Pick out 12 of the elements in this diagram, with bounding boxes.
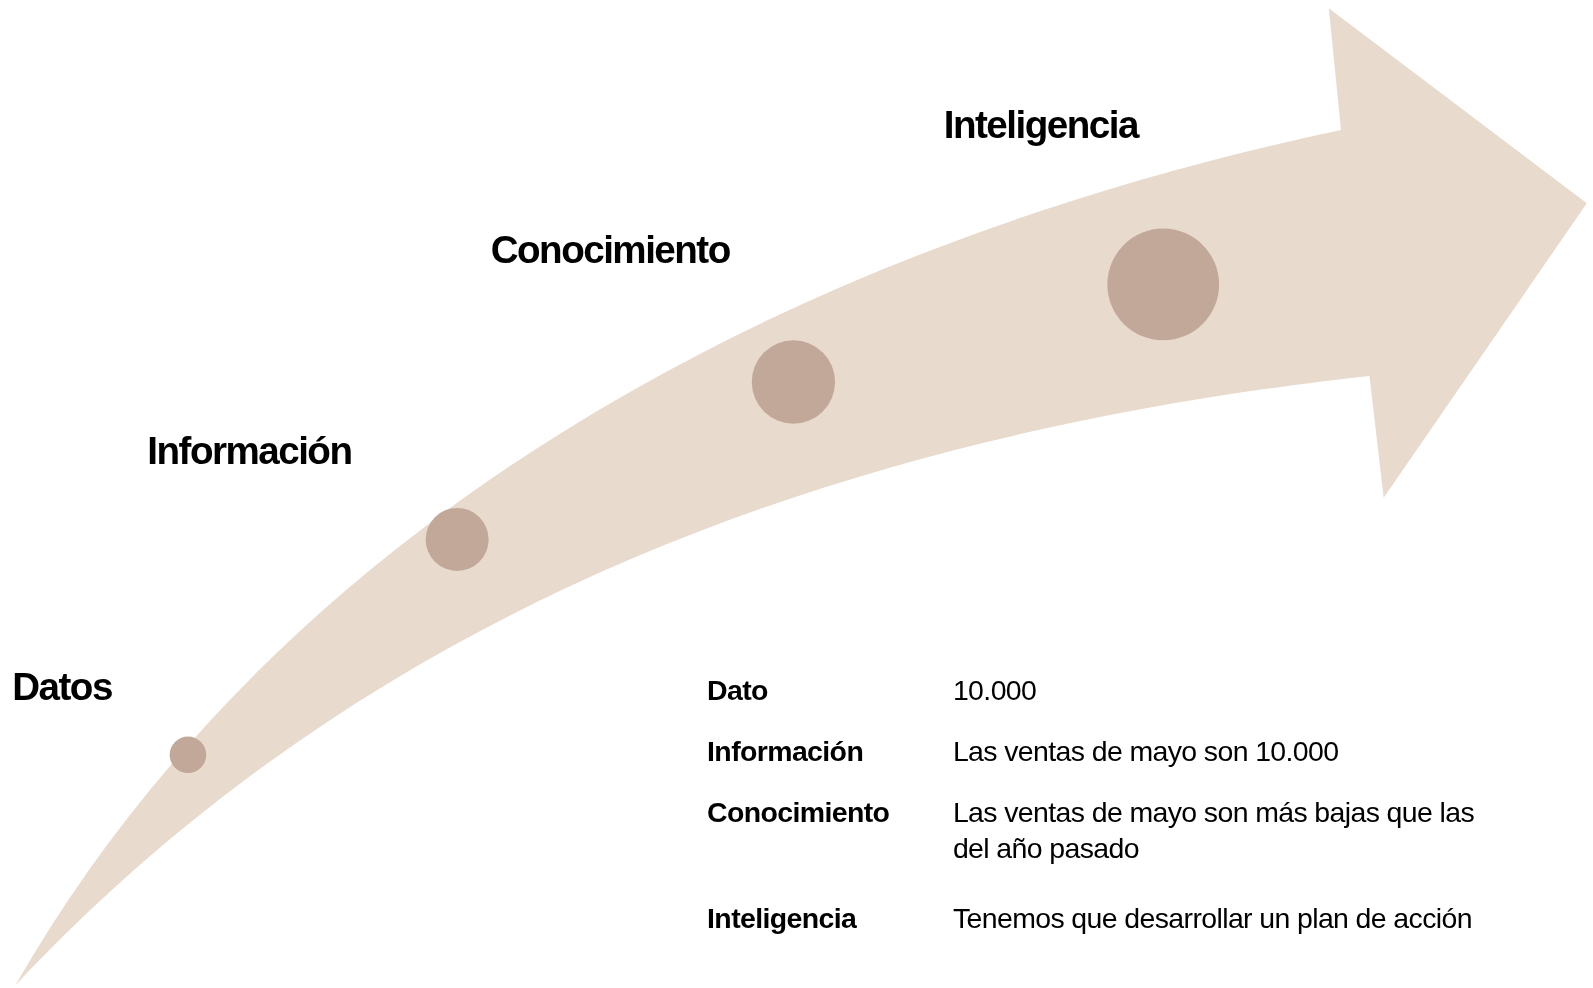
stage-label: Inteligencia (943, 104, 1138, 148)
term-cell-text: Inteligencia (707, 901, 857, 936)
term-cell-text: Conocimiento (707, 795, 890, 830)
stage-label: Información (147, 430, 352, 474)
stage-label: Datos (12, 666, 112, 709)
example-cell-text: Tenemos que desarrollar un plan de acción (952, 901, 1473, 936)
example-cell-text: Las ventas de mayo son 10.000 (952, 734, 1340, 769)
term-cell-text: Información (707, 734, 864, 769)
example-cell-text: Las ventas de mayo son más bajas que las del año pasado (952, 795, 1476, 867)
example-cell-text: 10.000 (952, 673, 1038, 709)
stage-label: Conocimiento (490, 229, 730, 273)
term-cell-text: Dato (707, 673, 768, 709)
